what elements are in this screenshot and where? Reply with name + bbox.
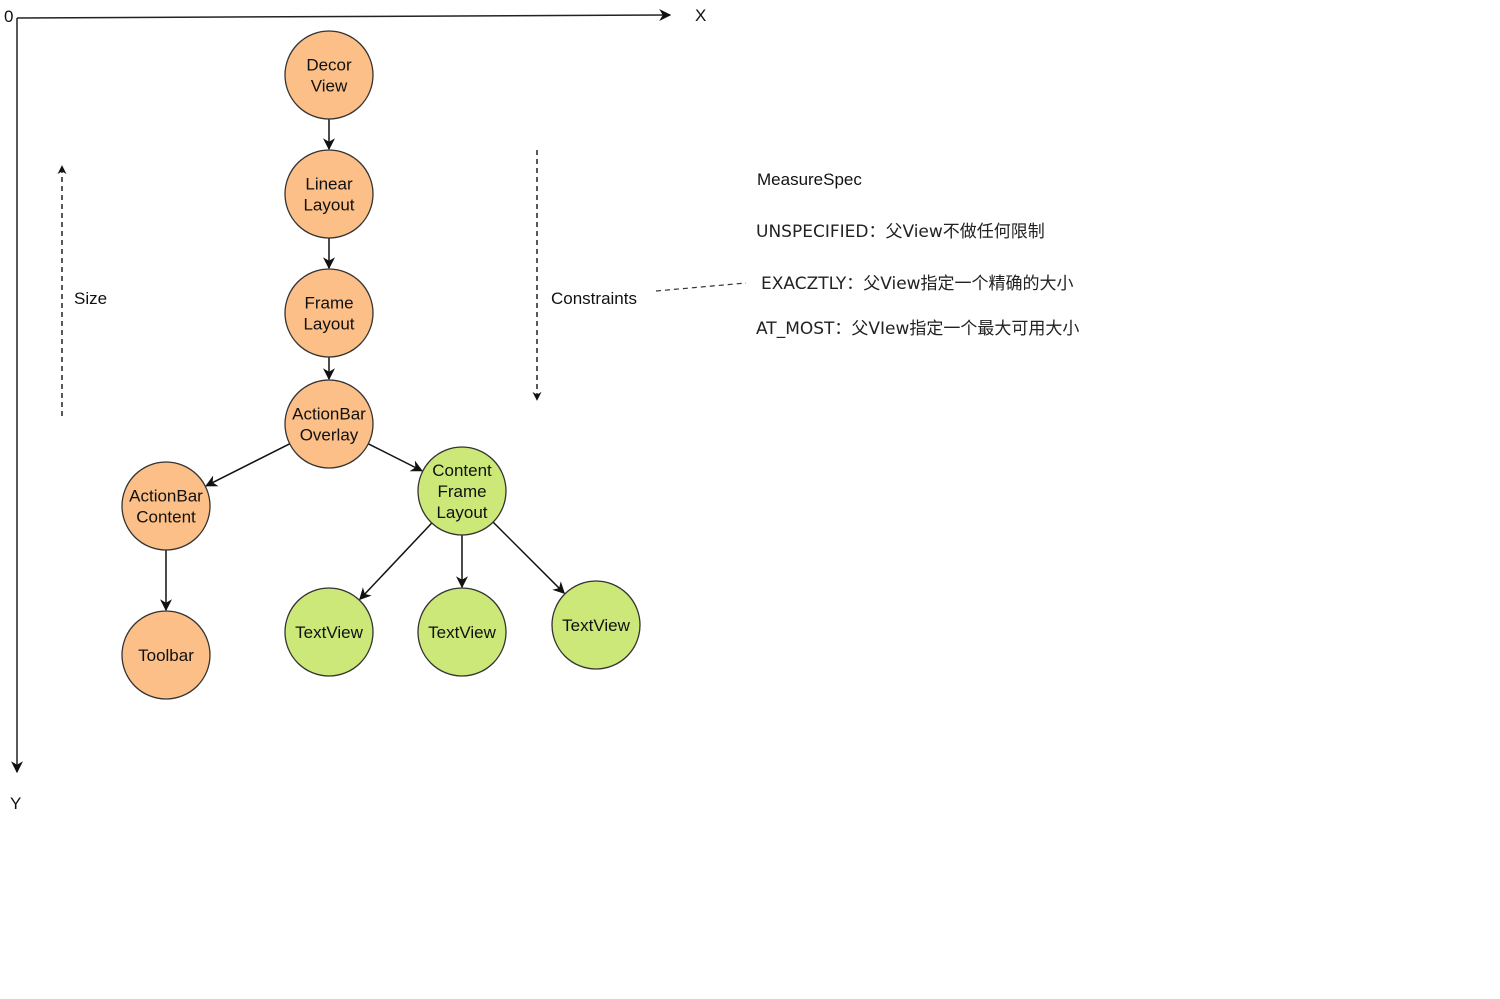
edge-content-frame-layout-to-textview-1 xyxy=(359,522,433,601)
x-axis-line xyxy=(16,9,672,22)
node-label: View xyxy=(311,77,348,96)
measure-spec-at-most: AT_MOST：父VIew指定一个最大可用大小 xyxy=(756,319,1079,339)
node-label: TextView xyxy=(562,616,630,635)
size-arrow-group: Size xyxy=(57,165,107,416)
node-circle xyxy=(284,268,374,358)
measure-spec-exactly: EXACZTLY：父View指定一个精确的大小 xyxy=(761,274,1074,294)
node-label: Content xyxy=(136,508,196,527)
x-axis-label: X xyxy=(695,6,706,25)
node-circle xyxy=(284,587,374,677)
node-label: Linear xyxy=(305,175,353,194)
node-label: ActionBar xyxy=(292,405,366,424)
node-label: Layout xyxy=(436,503,487,522)
node-label: Overlay xyxy=(300,426,359,445)
node-circle xyxy=(417,587,507,677)
y-axis-label: Y xyxy=(10,794,21,813)
node-label: TextView xyxy=(295,623,363,642)
node-circle xyxy=(284,379,374,469)
tree-nodes: DecorViewLinearLayoutFrameLayoutActionBa… xyxy=(121,30,641,700)
node-textview-1: TextView xyxy=(284,587,374,677)
node-label: Layout xyxy=(303,315,354,334)
node-label: Layout xyxy=(303,196,354,215)
node-circle xyxy=(417,446,507,536)
node-label: Decor xyxy=(306,56,352,75)
node-label: Toolbar xyxy=(138,646,194,665)
node-circle xyxy=(551,580,641,670)
node-textview-3: TextView xyxy=(551,580,641,670)
measure-spec-title: MeasureSpec xyxy=(757,170,862,189)
origin-label: 0 xyxy=(4,7,13,26)
constraints-arrow-group: Constraints xyxy=(532,150,747,401)
node-label: Frame xyxy=(437,482,486,501)
node-circle xyxy=(121,610,211,700)
node-label: ActionBar xyxy=(129,487,203,506)
node-label: TextView xyxy=(428,623,496,642)
node-circle xyxy=(284,30,374,120)
node-label: Frame xyxy=(304,294,353,313)
node-toolbar: Toolbar xyxy=(121,610,211,700)
node-label: Content xyxy=(432,461,492,480)
node-textview-2: TextView xyxy=(417,587,507,677)
tree-edges xyxy=(160,119,566,612)
node-circle xyxy=(284,149,374,239)
edge-actionbar-overlay-to-content-frame-layout xyxy=(367,443,423,472)
size-label: Size xyxy=(74,289,107,308)
constraints-connector xyxy=(655,282,747,292)
edge-actionbar-overlay-to-actionbar-content xyxy=(205,443,291,487)
measure-spec-unspecified: UNSPECIFIED：父View不做任何限制 xyxy=(756,222,1045,242)
node-circle xyxy=(121,461,211,551)
measure-spec-block: MeasureSpec UNSPECIFIED：父View不做任何限制 EXAC… xyxy=(756,170,1079,339)
constraints-label: Constraints xyxy=(551,289,637,308)
coordinate-axes: 0 X Y xyxy=(4,6,706,813)
edge-content-frame-layout-to-textview-3 xyxy=(492,521,566,595)
